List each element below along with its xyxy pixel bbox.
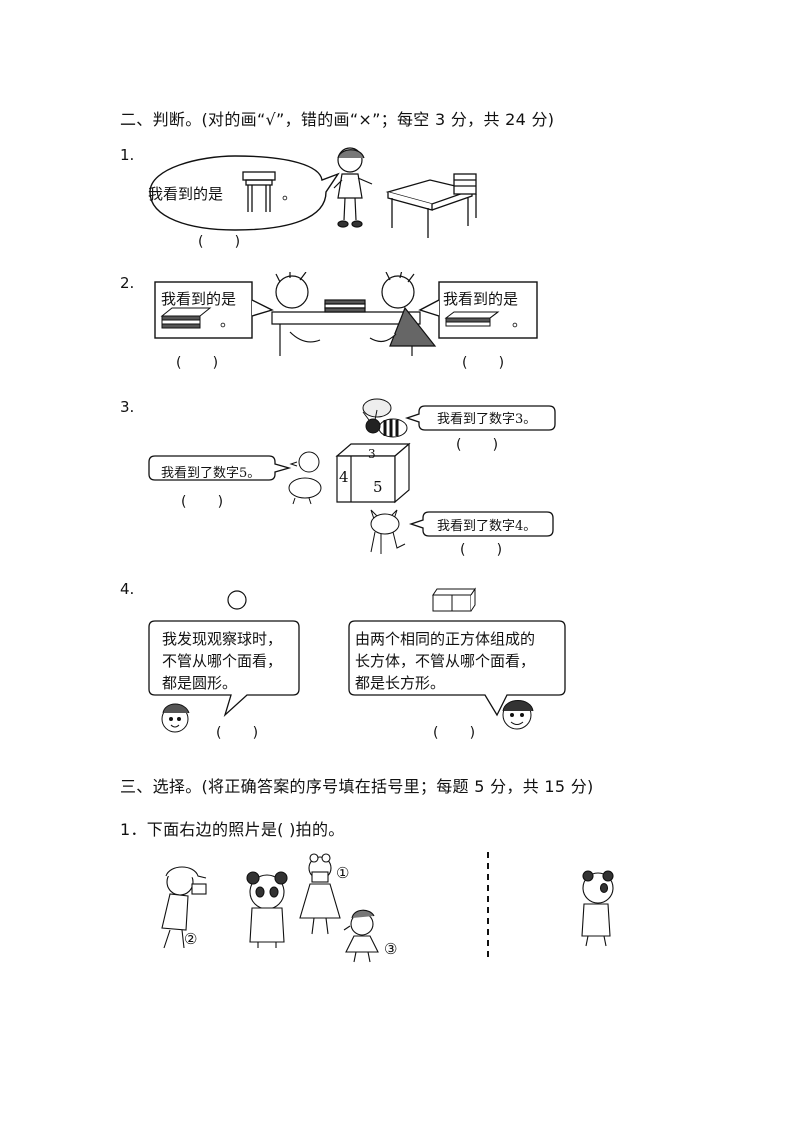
question-1-number: 1.	[120, 146, 135, 164]
small-girl-icon	[343, 909, 379, 963]
label-3: ③	[384, 940, 398, 958]
small-table-icon	[242, 171, 276, 212]
q4-right-answer-blank[interactable]: ( )	[433, 725, 476, 741]
boy-right-icon	[502, 700, 534, 730]
q4-right-text: 由两个相同的正方体组成的 长方体，不管从哪个面看， 都是长方形。	[355, 628, 535, 694]
section-2-title: 二、判断。(对的画“√”，错的画“×”；每空 3 分，共 24 分)	[120, 110, 555, 129]
bee-icon	[362, 398, 408, 438]
question-1-figure	[149, 147, 477, 238]
q4-right-line-2: 长方体，不管从哪个面看，	[355, 652, 536, 670]
q4-left-line-1: 我发现观察球时，	[162, 630, 283, 648]
q4-left-line-2: 不管从哪个面看，	[162, 652, 283, 670]
section-3-title: 三、选择。(将正确答案的序号填在括号里；每题 5 分，共 15 分)	[120, 777, 594, 796]
q4-right-line-1: 由两个相同的正方体组成的	[355, 630, 536, 648]
cube-front-number: 5	[373, 478, 383, 496]
books-side-icon	[160, 307, 212, 329]
question-2-number: 2.	[120, 274, 135, 292]
q1-answer-blank[interactable]: ( )	[198, 234, 241, 250]
table-chair-icon	[385, 173, 477, 238]
label-1: ①	[336, 864, 350, 882]
question-3-figure	[148, 398, 556, 554]
q2-right-answer-blank[interactable]: ( )	[462, 355, 505, 371]
ball-icon	[227, 590, 247, 610]
q3-duck-answer-blank[interactable]: ( )	[181, 494, 224, 510]
q3-duck-text: 我看到了数字5。	[161, 466, 261, 481]
q2-left-end: 。	[220, 312, 236, 330]
panda-left-icon	[246, 871, 288, 948]
question-4-number: 4.	[120, 580, 135, 598]
number-cube-icon	[335, 442, 411, 504]
q3-cat-text: 我看到了数字4。	[437, 519, 537, 534]
cat-icon	[370, 509, 406, 554]
q3-cat-answer-blank[interactable]: ( )	[460, 542, 503, 558]
label-2: ②	[184, 930, 198, 948]
section-3-question-1: 1．下面右边的照片是( )拍的。	[120, 820, 345, 839]
q3-bee-text: 我看到了数字3。	[437, 412, 537, 427]
question-2-figure	[154, 272, 538, 356]
question-3-number: 3.	[120, 398, 135, 416]
q4-left-line-3: 都是圆形。	[162, 674, 238, 692]
q4-left-text: 我发现观察球时， 不管从哪个面看， 都是圆形。	[162, 628, 282, 694]
q2-right-text: 我看到的是	[443, 290, 519, 308]
q3-bee-answer-blank[interactable]: ( )	[456, 437, 499, 453]
books-front-icon	[444, 311, 500, 327]
girl-camera-icon	[299, 853, 341, 935]
kids-at-table-icon	[271, 272, 437, 356]
q1-bubble-text: 我看到的是	[148, 185, 224, 203]
q2-left-answer-blank[interactable]: ( )	[176, 355, 219, 371]
cuboid-icon	[432, 587, 476, 612]
section-3-figure	[161, 852, 614, 963]
duck-icon	[288, 451, 322, 505]
q1-bubble-end: 。	[282, 185, 298, 203]
q4-left-answer-blank[interactable]: ( )	[216, 725, 259, 741]
q2-right-end: 。	[512, 312, 528, 330]
boy-camera-icon	[161, 866, 207, 949]
question-4-figure	[148, 587, 566, 733]
q4-right-line-3: 都是长方形。	[355, 674, 446, 692]
cube-top-number: 3	[368, 447, 376, 461]
cube-left-number: 4	[339, 468, 349, 486]
boy-left-icon	[161, 703, 190, 733]
panda-photo-icon	[581, 870, 614, 947]
girl-icon	[333, 147, 373, 228]
q2-left-text: 我看到的是	[161, 290, 237, 308]
